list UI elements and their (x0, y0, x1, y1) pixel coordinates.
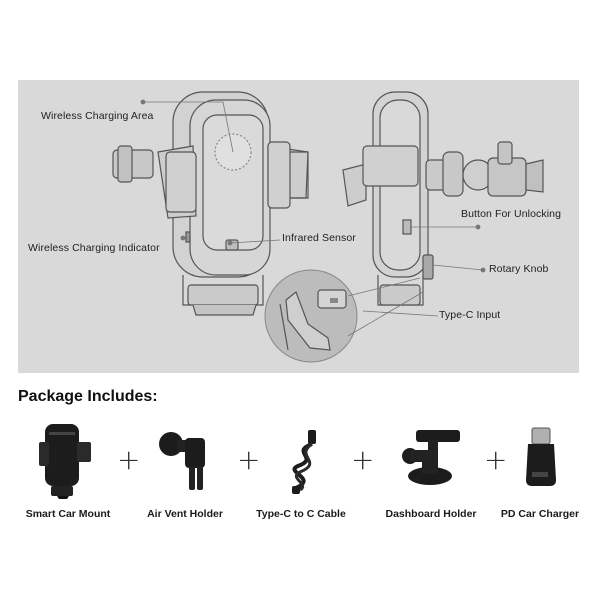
diagram-panel: Wireless Charging Area Wireless Charging… (18, 80, 579, 373)
air-vent-holder-icon (159, 432, 205, 490)
callout-infrared-sensor: Infrared Sensor (282, 232, 356, 244)
car-mount-icon (39, 424, 91, 499)
callout-type-c-input: Type-C Input (439, 309, 501, 321)
product-diagram (112, 91, 544, 363)
callout-wireless-charging-area: Wireless Charging Area (41, 110, 154, 122)
product-label-smart-car-mount: Smart Car Mount (25, 508, 111, 520)
plus-separator: + (351, 443, 375, 476)
product-label-pd-car-charger: PD Car Charger (500, 508, 580, 520)
callout-button-for-unlocking: Button For Unlocking (461, 208, 562, 220)
plus-separator: + (237, 443, 261, 476)
plus-separator: + (484, 443, 508, 476)
car-charger-icon (526, 427, 556, 486)
product-label-dashboard-holder: Dashboard Holder (385, 508, 477, 520)
callout-leaders (140, 99, 486, 317)
callout-rotary-knob: Rotary Knob (489, 263, 549, 275)
dashboard-holder-icon (402, 430, 460, 485)
product-label-type-c-cable: Type-C to C Cable (256, 508, 346, 520)
front-view-mount (112, 91, 309, 316)
plus-separator: + (117, 443, 141, 476)
callout-wireless-charging-indicator: Wireless Charging Indicator (28, 242, 160, 254)
package-heading: Package Includes: (18, 388, 158, 405)
magnified-detail (264, 269, 424, 363)
product-label-air-vent-holder: Air Vent Holder (147, 508, 223, 520)
side-view-mount (342, 91, 544, 306)
usb-cable-icon (292, 430, 316, 494)
